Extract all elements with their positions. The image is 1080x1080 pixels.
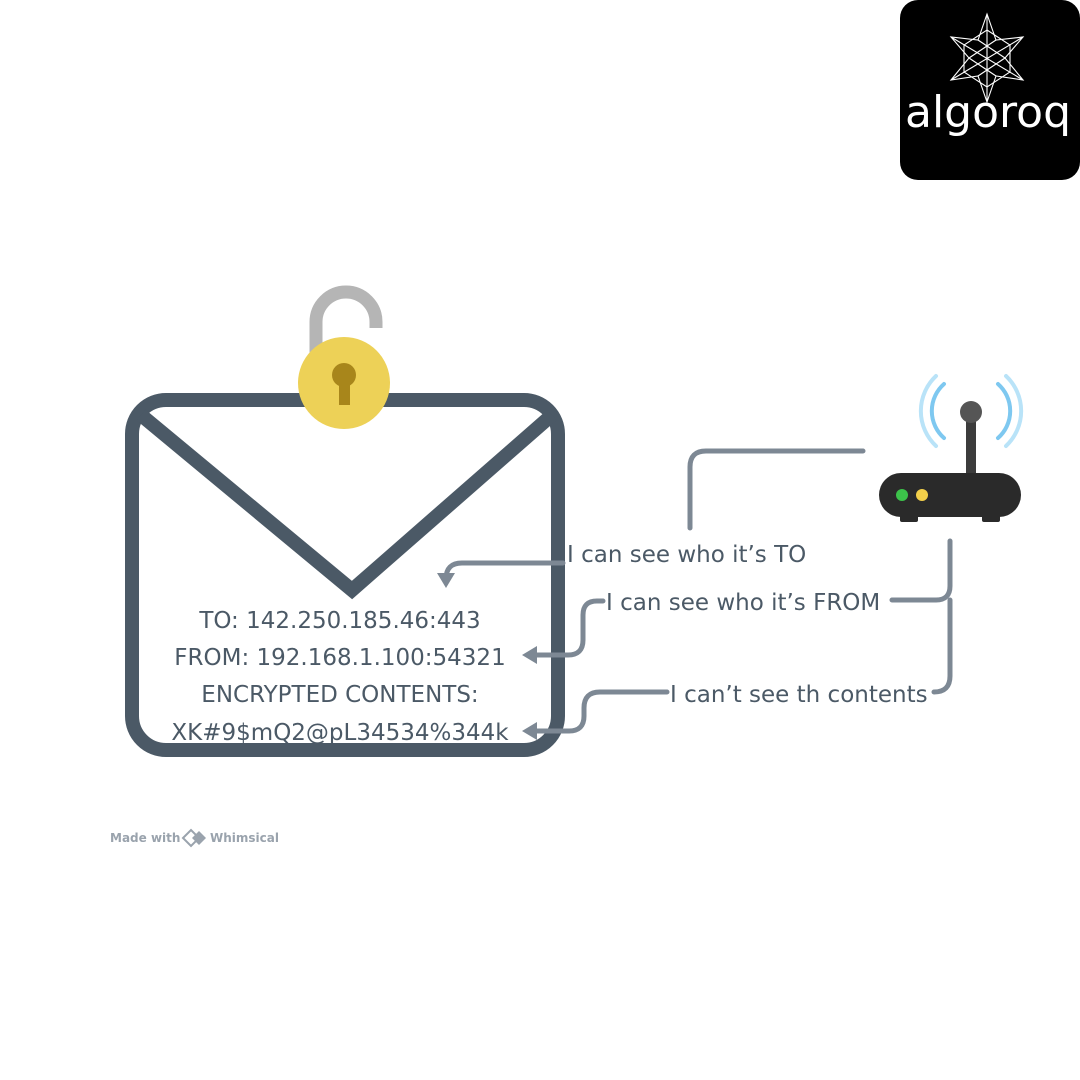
connector-to-arrow — [443, 560, 566, 582]
signal-wave-right-inner — [996, 382, 1013, 440]
logo-wordmark: algoroq — [905, 87, 1071, 138]
whimsical-logo-icon — [181, 828, 206, 848]
envelope-to-line: TO: 142.250.185.46:443 — [198, 608, 480, 634]
whimsical-brand-text: Whimsical — [210, 831, 279, 845]
keyhole-slot — [339, 378, 350, 405]
callouts: I can see who it’s TO I can see who it’s… — [567, 542, 928, 708]
open-padlock-icon — [298, 285, 390, 429]
signal-wave-left-inner — [929, 382, 946, 440]
router-foot-right — [982, 513, 1000, 522]
logo-background — [900, 0, 1080, 180]
antenna-mast — [966, 414, 976, 476]
arrowhead-to — [437, 573, 455, 588]
signal-wave-left-outer — [918, 374, 938, 448]
connector-contents-arrow — [531, 689, 670, 734]
router-body — [879, 473, 1021, 517]
arrowheads — [437, 573, 537, 740]
geometric-star-icon — [949, 12, 1025, 104]
arrowhead-contents — [522, 722, 537, 740]
callout-from-label: I can see who it’s FROM — [606, 590, 880, 616]
connector-router-contents — [931, 597, 953, 695]
connector-from-arrow — [531, 598, 606, 658]
made-with-whimsical-footer: Made with Whimsical — [110, 828, 279, 848]
callout-contents-label: I can’t see th contents — [670, 682, 928, 708]
router-foot-left — [900, 513, 918, 522]
wifi-router-icon — [879, 374, 1024, 522]
router-led-yellow — [916, 489, 928, 501]
connector-router-to-callouts — [687, 448, 866, 531]
padlock-shackle — [309, 285, 383, 358]
antenna-tip — [960, 401, 982, 423]
algoroq-logo: algoroq — [900, 0, 1080, 180]
made-with-text: Made with — [110, 831, 180, 845]
callout-to-label: I can see who it’s TO — [567, 542, 806, 568]
envelope-contents-heading: ENCRYPTED CONTENTS: — [201, 682, 478, 708]
envelope-flap — [136, 409, 557, 600]
connector-router-from — [889, 538, 953, 603]
router-led-green — [896, 489, 908, 501]
envelope-content: TO: 142.250.185.46:443 FROM: 192.168.1.1… — [171, 608, 509, 746]
envelope-ciphertext-line: XK#9$mQ2@pL34534%344k — [171, 720, 509, 746]
envelope-from-line: FROM: 192.168.1.100:54321 — [174, 645, 505, 671]
signal-wave-right-outer — [1004, 374, 1024, 448]
arrowhead-from — [522, 646, 537, 664]
